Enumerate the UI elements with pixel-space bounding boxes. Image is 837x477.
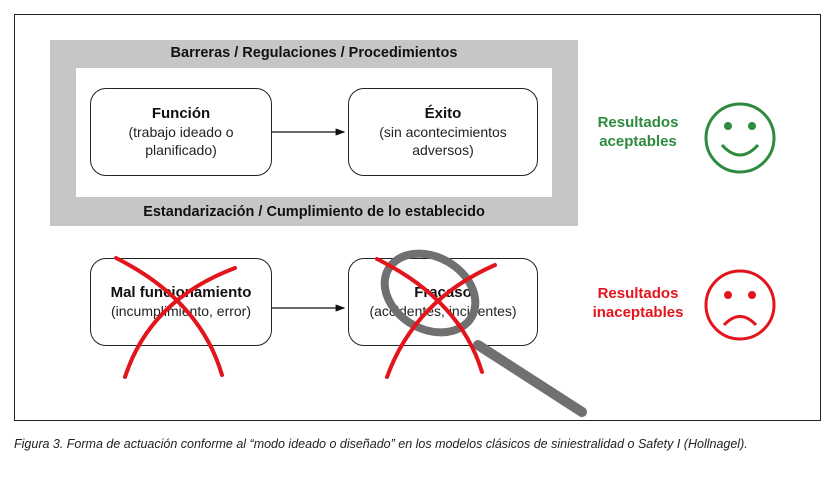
figure-frame — [14, 14, 821, 421]
magnifier-icon — [380, 249, 587, 417]
top-band-label: Barreras / Regulaciones / Procedimientos — [170, 45, 458, 61]
smiley-sad-icon — [704, 269, 776, 341]
result-unacceptable: Resultados inaceptables — [592, 285, 684, 321]
cross-mal-icon — [114, 256, 237, 379]
box-subtitle: (accidentes, incidentes) — [369, 303, 517, 319]
box-subtitle: (incumplimiento, error) — [110, 303, 252, 319]
box-title: Éxito — [424, 105, 462, 122]
box-subtitle: (trabajo ideado o planificado) — [128, 124, 234, 158]
box-subtitle: (sin acontecimientos adversos) — [379, 124, 507, 158]
bottom-band-label: Estandarización / Cumplimiento de lo est… — [143, 204, 485, 220]
figure-caption: Figura 3. Forma de actuación conforme al… — [14, 437, 748, 451]
box-title: Función — [151, 105, 211, 122]
result-acceptable: Resultados aceptables — [597, 114, 679, 150]
box-funcion: Función (trabajo ideado o planificado) — [90, 88, 272, 176]
cross-fracaso-icon — [375, 257, 497, 379]
box-title: Fracaso — [414, 284, 472, 301]
box-title: Mal funcionamiento — [110, 284, 252, 301]
smiley-happy-icon — [704, 102, 776, 174]
box-exito: Éxito (sin acontecimientos adversos) — [348, 88, 538, 176]
